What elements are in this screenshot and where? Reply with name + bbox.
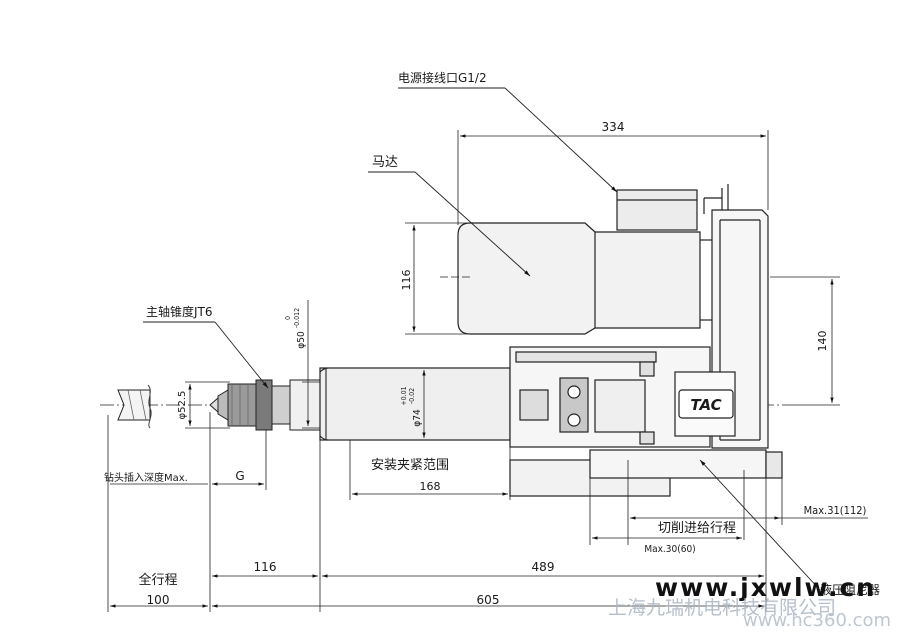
dim-max31-text: Max.31(112) [804, 504, 867, 517]
dim-d52 [185, 381, 230, 429]
dim-max30-text: Max.30(60) [644, 544, 695, 555]
dim-116-height-text: 116 [400, 270, 413, 291]
label-clamp-range: 安装夹紧范围 [371, 458, 449, 473]
dim-334-text: 334 [602, 120, 625, 134]
dim-d50-tol-upper: 0 [284, 316, 292, 320]
dim-489-text: 489 [532, 560, 555, 574]
dim-d74-tol-upper: +0.01 [400, 386, 408, 405]
motor [457, 189, 712, 335]
dim-d52-text: φ52.5 [177, 391, 188, 420]
dim-100-text: 100 [147, 593, 170, 607]
label-spindle-taper: 主轴锥度JT6 [146, 304, 213, 319]
label-feed-stroke: 切削进给行程 [658, 521, 736, 536]
dim-334 [457, 130, 769, 225]
brand-text: TAC [690, 396, 721, 414]
quill-sleeve [319, 367, 511, 441]
drill-chuck [209, 379, 321, 431]
dim-d74-text: φ74 [412, 409, 423, 427]
dim-140-text: 140 [816, 331, 829, 352]
watermark-company: 上海九瑞机电科技有限公司 [608, 597, 836, 619]
watermark-hc360: www.hc360.com [743, 610, 891, 631]
dim-drill-depth [107, 412, 267, 612]
dim-d50-tol-lower: -0.012 [293, 308, 301, 328]
dim-d50 [302, 300, 320, 429]
dim-bottom-chain [110, 440, 767, 612]
dim-168-text: 168 [420, 480, 441, 493]
label-power-port: 电源接线口G1/2 [398, 70, 487, 85]
dim-116-height [405, 222, 470, 335]
dim-168 [349, 440, 511, 500]
dim-d50-text: φ50 [296, 331, 307, 349]
label-hydraulic: 液压阻尼器 [820, 582, 880, 597]
dim-605-text: 605 [477, 593, 500, 607]
label-drill-depth: 钻头插入深度Max. [104, 471, 188, 484]
label-motor: 马达 [372, 155, 398, 170]
label-full-stroke: 全行程 [138, 572, 177, 588]
watermark-site: www.jxwlw.cn [655, 573, 876, 602]
dim-d74-tol-lower: -0.02 [408, 388, 416, 404]
drill-bit [117, 384, 152, 429]
dim-116-len-text: 116 [254, 560, 277, 574]
dim-G-text: G [235, 469, 244, 483]
callouts [143, 87, 821, 591]
dim-140 [770, 276, 840, 406]
tac-logo: TAC [678, 389, 734, 419]
dim-feed-stroke [589, 460, 868, 545]
